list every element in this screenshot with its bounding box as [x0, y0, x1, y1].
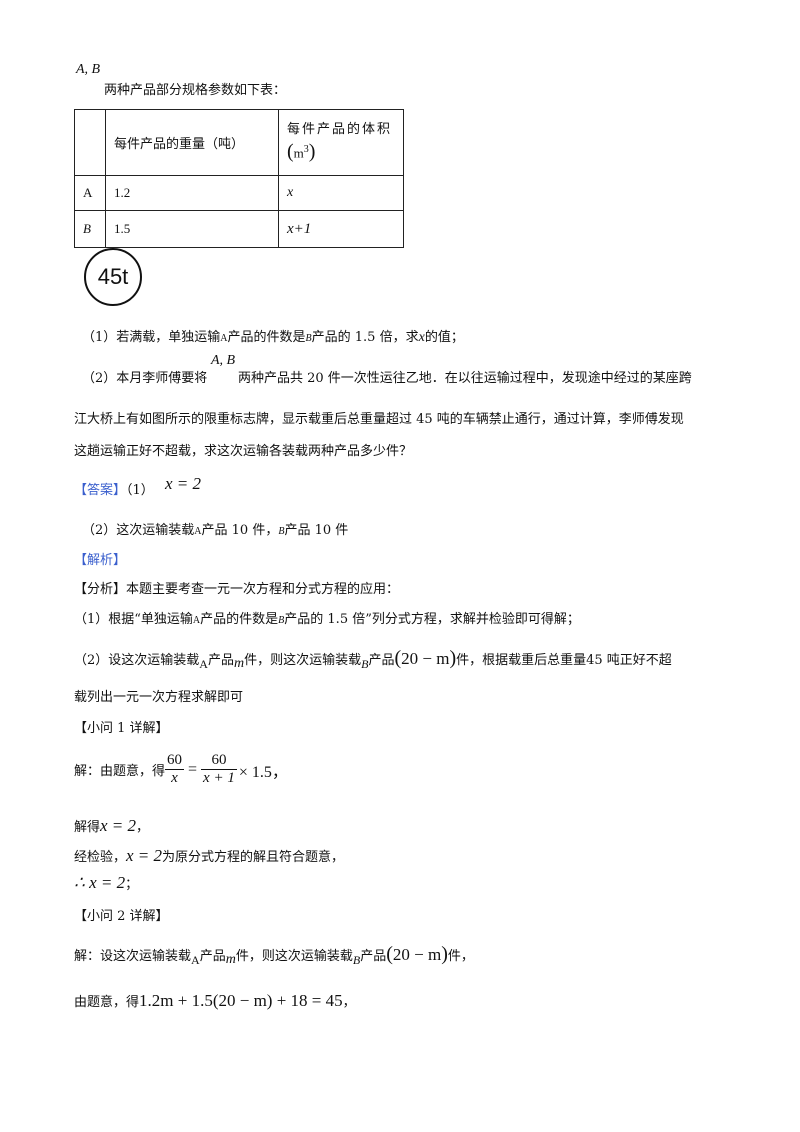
- table-header-volume-unit: m: [293, 145, 304, 161]
- solution-1-l2-text: 解得: [74, 820, 101, 835]
- equals-sign: =: [188, 760, 198, 778]
- table-row-weight-b: 1.5: [105, 210, 279, 248]
- q2-line-3: 这趟运输正好不超载，求这次运输各装载两种产品多少件？: [74, 444, 413, 459]
- q2-line-2: 江大桥上有如图所示的限重标志牌，显示载重后总重量超过 45 吨的车辆禁止通行，通…: [74, 412, 684, 427]
- answer-1-prefix: （1）: [126, 483, 154, 498]
- analysis-2-text-2: 产品: [207, 653, 234, 668]
- solution-1-l3-expr: x = 2: [126, 846, 163, 865]
- table-row-name-b: B: [74, 210, 106, 248]
- analysis-1-a: A: [192, 615, 201, 626]
- weight-limit-sign: 45t: [84, 248, 142, 306]
- table-header-volume-exp: 3: [303, 144, 309, 156]
- solution-2-text-1: 解：设这次运输装载: [74, 949, 192, 964]
- analysis-1-text-3: 产品的 1.5 倍”列分式方程，求解并检验即可得解；: [284, 612, 580, 627]
- solution-1-line-2: 解得x = 2，: [74, 816, 149, 836]
- solution-2-text-2: 产品: [199, 949, 226, 964]
- solution-2-b: B: [352, 953, 361, 967]
- analysis-1-b: B: [278, 615, 285, 626]
- fraction-2-numerator: 60: [201, 752, 237, 770]
- answer-2-b: B: [278, 526, 285, 537]
- answer-line-1: 【答案】（1）: [74, 479, 154, 498]
- solution-1-line-4: ∴ x = 2；: [74, 873, 138, 893]
- analysis-2-text-5: 件，根据载重后总重量45 吨正好不超: [456, 653, 672, 668]
- question-1: （1）若满载，单独运输A产品的件数是B产品的 1.5 倍，求x的值；: [82, 326, 464, 346]
- analysis-2-expr: 20 − m: [401, 649, 450, 668]
- q1-text-1: （1）若满载，单独运输: [82, 330, 221, 345]
- solution-1-heading: 【小问 1 详解】: [74, 721, 169, 736]
- solution-1-l3-text-2: 为原分式方程的解且符合题意，: [162, 850, 345, 865]
- solution-2-m: m: [225, 952, 236, 967]
- table-row-volume-b: x+1: [278, 210, 404, 248]
- solution-2-l2-expr: 1.2m + 1.5(20 − m) + 18 = 45: [139, 991, 343, 1010]
- q1-text-4: 的值；: [424, 330, 464, 345]
- table-row: A 1.2 x: [74, 175, 404, 211]
- solution-2-line-1: 解：设这次运输装载A产品m件，则这次运输装载B产品(20 − m)件，: [74, 943, 474, 967]
- answer-2-a: A: [194, 526, 202, 537]
- analysis-label: 【解析】: [74, 553, 127, 568]
- solution-2-text-4: 产品: [360, 949, 387, 964]
- q1-text-2: 产品的件数是: [227, 330, 306, 345]
- table-header-volume-label: 每件产品的体积: [287, 122, 393, 138]
- intro-text: 两种产品部分规格参数如下表：: [104, 83, 287, 98]
- solution-2-a: A: [191, 953, 200, 967]
- solution-1-l2-comma: ，: [136, 820, 150, 835]
- q2-text-1: （2）本月李师傅要将: [82, 371, 208, 386]
- solution-2-l2-text: 由题意，得: [74, 995, 140, 1010]
- solution-2-l2-comma: ，: [342, 995, 356, 1010]
- solution-2-expr: 20 − m: [392, 945, 442, 964]
- q2-text-2: 两种产品共 20 件一次性运往乙地．在以往运输过程中，发现途中经过的某座跨: [238, 371, 692, 386]
- solution-1-line-3: 经检验，x = 2为原分式方程的解且符合题意，: [74, 846, 344, 866]
- solution-2-line-2: 由题意，得1.2m + 1.5(20 − m) + 18 = 45，: [74, 991, 356, 1011]
- q2-ab: A, B: [211, 353, 236, 368]
- solution-1-l4-expr: ∴ x = 2: [74, 873, 126, 892]
- q1-x: x: [418, 330, 425, 345]
- analysis-2-a: A: [199, 657, 208, 671]
- table-row: B 1.5 x+1: [74, 210, 404, 248]
- intro-ab-label: A, B: [76, 62, 101, 77]
- analysis-point-2-line-2: 载列出一元一次方程求解即可: [74, 690, 244, 705]
- solution-2-text-5: 件，: [447, 949, 474, 964]
- analysis-summary: 【分析】本题主要考查一元一次方程和分式方程的应用：: [74, 582, 400, 597]
- answer-1-expr: x = 2: [165, 474, 202, 493]
- analysis-point-1: （1）根据“单独运输A产品的件数是B产品的 1.5 倍”列分式方程，求解并检验即…: [74, 608, 580, 627]
- table-row-weight-a: 1.2: [105, 175, 279, 211]
- q1-text-3: 产品的 1.5 倍，求: [311, 330, 419, 345]
- analysis-1-text-1: （1）根据“单独运输: [74, 612, 193, 627]
- weight-limit-sign-text: 45t: [97, 264, 129, 289]
- q1-b: B: [305, 333, 312, 344]
- analysis-2-text-3: 件，则这次运输装载: [244, 653, 362, 668]
- q1-a: A: [220, 333, 228, 344]
- analysis-point-2: （2）设这次运输装载A产品m件，则这次运输装载B产品(20 − m)件，根据载重…: [74, 647, 672, 671]
- answer-label: 【答案】: [74, 483, 127, 498]
- table-header-weight: 每件产品的重量（吨）: [105, 109, 279, 176]
- analysis-2-text-4: 产品: [368, 653, 395, 668]
- analysis-2-text-1: （2）设这次运输装载: [74, 653, 200, 668]
- analysis-2-m: m: [233, 656, 245, 671]
- solution-1-l2-expr: x = 2: [100, 816, 137, 835]
- solution-2-text-3: 件，则这次运输装载: [235, 949, 353, 964]
- table-row-name-a: A: [74, 175, 106, 211]
- solution-1-l3-text: 经检验，: [74, 850, 127, 865]
- answer-2-text-3: 产品 10 件: [284, 523, 349, 538]
- fraction-1-numerator: 60: [165, 752, 185, 770]
- fraction-1-denominator: x: [171, 770, 178, 786]
- answer-2-text-1: （2）这次运输装载: [82, 523, 195, 538]
- analysis-1-text-2: 产品的件数是: [200, 612, 279, 627]
- table-corner-cell: [74, 109, 106, 176]
- solution-1-tail: × 1.5，: [238, 763, 288, 781]
- answer-line-2: （2）这次运输装载A产品 10 件，B产品 10 件: [82, 519, 348, 538]
- solution-1-l4-text: ；: [125, 877, 139, 892]
- fraction-2-denominator: x + 1: [203, 770, 235, 786]
- solution-1-text-1: 解：由题意，得: [74, 764, 166, 779]
- table-header-row: 每件产品的重量（吨） 每件产品的体积 (m3): [74, 109, 404, 176]
- answer-2-text-2: 产品 10 件，: [201, 523, 279, 538]
- table-row-volume-a: x: [278, 175, 404, 211]
- solution-2-heading: 【小问 2 详解】: [74, 909, 169, 924]
- spec-table: 每件产品的重量（吨） 每件产品的体积 (m3) A 1.2 x B 1.5 x+…: [74, 109, 404, 248]
- analysis-2-b: B: [361, 657, 369, 671]
- table-header-volume: 每件产品的体积 (m3): [278, 109, 404, 176]
